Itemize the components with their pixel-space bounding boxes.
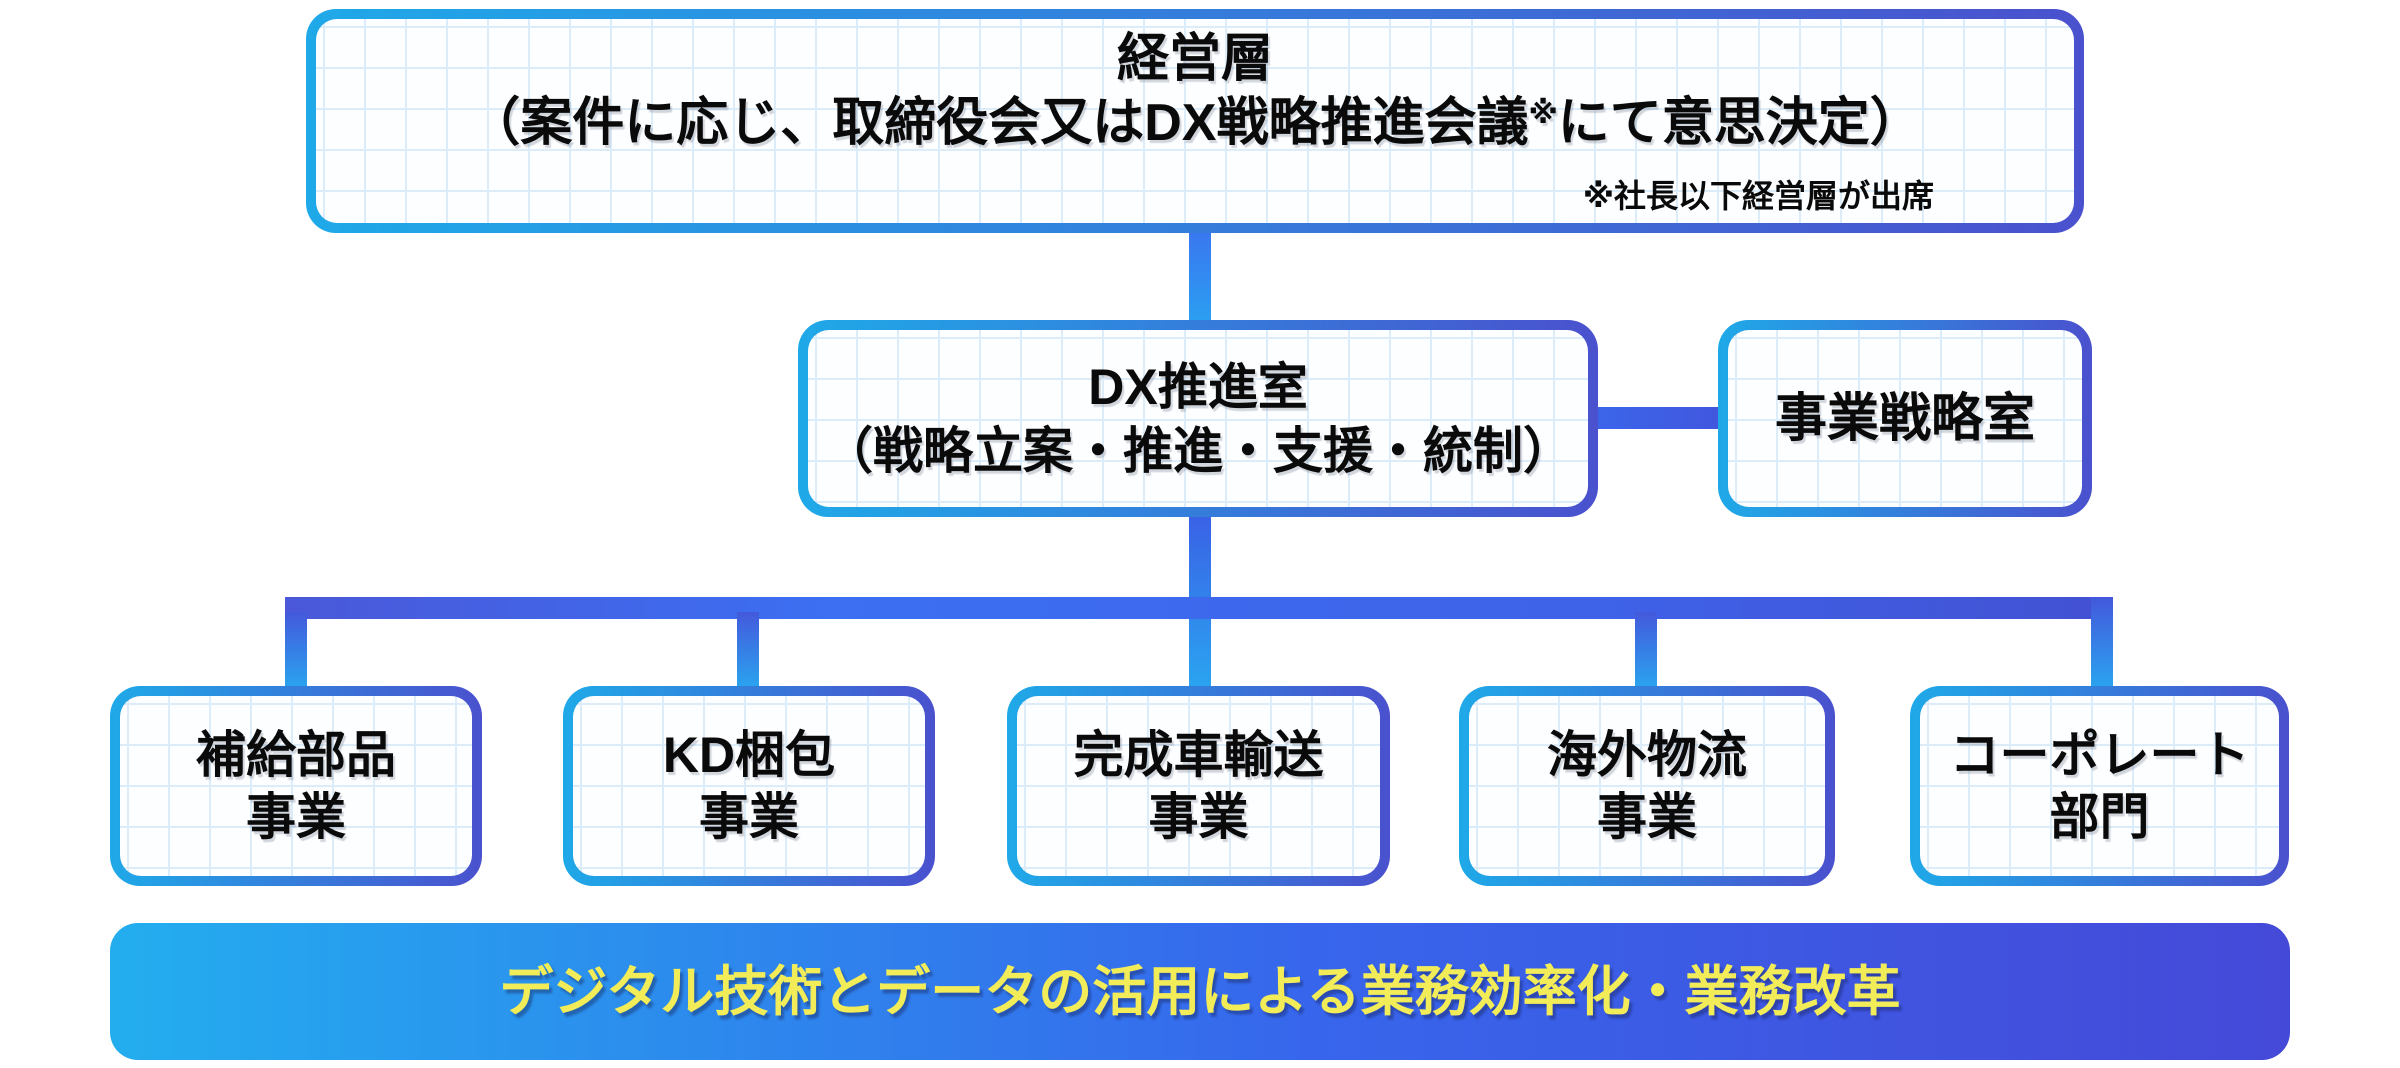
org-box-executive: 経営層 （案件に応じ、取締役会又はDX戦略推進会議※にて意思決定） ※社長以下経…: [306, 9, 2084, 233]
org-box-vehicle-transport: 完成車輸送 事業: [1007, 686, 1390, 886]
org-box-overseas-logistics: 海外物流 事業: [1459, 686, 1835, 886]
executive-subtitle-pre: （案件に応じ、取締役会又はDX戦略推進会議: [468, 94, 1529, 152]
business-strategy-label: 事業戦略室: [1774, 389, 2035, 448]
executive-title: 経営層: [1116, 30, 1273, 88]
org-box-dx-promotion: DX推進室 （戦略立案・推進・支援・統制）: [798, 320, 1598, 517]
org-box-supply-parts-body: 補給部品 事業: [120, 696, 472, 876]
org-box-corporate: コーポレート 部門: [1910, 686, 2289, 886]
dx-subtitle: （戦略立案・推進・支援・統制）: [823, 422, 1573, 479]
kd-packing-line1: KD梱包: [662, 727, 836, 783]
connector-horizontal-bar: [285, 597, 2113, 619]
connector-drop-overseas-logistics: [1635, 612, 1657, 692]
executive-subtitle: （案件に応じ、取締役会又はDX戦略推進会議※にて意思決定）: [468, 91, 1922, 163]
org-box-kd-packing-body: KD梱包 事業: [573, 696, 925, 876]
org-box-business-strategy-body: 事業戦略室: [1728, 330, 2082, 507]
connector-drop-kd-packing: [737, 612, 759, 692]
org-box-dx-promotion-body: DX推進室 （戦略立案・推進・支援・統制）: [808, 330, 1588, 507]
org-box-vehicle-transport-body: 完成車輸送 事業: [1017, 696, 1380, 876]
org-box-overseas-logistics-body: 海外物流 事業: [1469, 696, 1825, 876]
vehicle-transport-line2: 事業: [1148, 789, 1249, 845]
org-box-corporate-body: コーポレート 部門: [1920, 696, 2279, 876]
overseas-logistics-line1: 海外物流: [1547, 727, 1747, 783]
connector-drop-corporate: [2091, 597, 2113, 692]
vehicle-transport-line1: 完成車輸送: [1073, 727, 1324, 783]
reference-marker: ※: [1528, 97, 1558, 131]
connector-dx-to-business-strategy: [1590, 407, 1726, 429]
executive-subtitle-post: にて意思決定）: [1557, 94, 1922, 152]
digital-transformation-banner: デジタル技術とデータの活用による業務効率化・業務改革: [110, 923, 2290, 1060]
overseas-logistics-line2: 事業: [1597, 789, 1697, 845]
banner-label: デジタル技術とデータの活用による業務効率化・業務改革: [499, 961, 1901, 1022]
org-box-kd-packing: KD梱包 事業: [563, 686, 935, 886]
corporate-line2: 部門: [2049, 789, 2150, 845]
dx-title: DX推進室: [1088, 358, 1308, 415]
org-box-business-strategy: 事業戦略室: [1718, 320, 2092, 517]
org-box-supply-parts: 補給部品 事業: [110, 686, 482, 886]
connector-executive-to-dx: [1189, 225, 1211, 325]
executive-footnote: ※社長以下経営層が出席: [1582, 178, 1934, 214]
org-box-executive-body: 経営層 （案件に応じ、取締役会又はDX戦略推進会議※にて意思決定） ※社長以下経…: [316, 19, 2074, 223]
connector-drop-supply-parts: [285, 612, 307, 692]
supply-parts-line1: 補給部品: [196, 727, 396, 783]
corporate-line1: コーポレート: [1949, 727, 2250, 783]
kd-packing-line2: 事業: [699, 789, 799, 845]
supply-parts-line2: 事業: [246, 789, 346, 845]
